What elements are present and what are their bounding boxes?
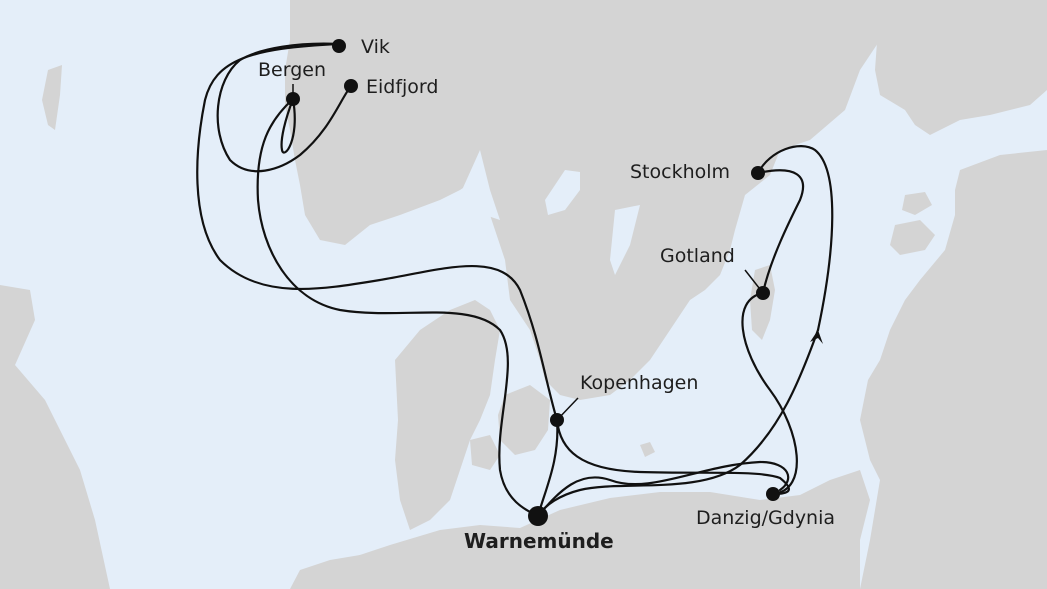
port-marker-gotland[interactable] [756, 286, 770, 300]
island-saaremaa [890, 220, 935, 255]
scandinavia-land [285, 0, 880, 400]
baltic-states-land [860, 150, 1047, 589]
inland-lakes [462, 150, 640, 275]
route-arrow-to-warnemuende [536, 328, 820, 518]
oslofjord [462, 150, 500, 220]
bornholm-island [640, 442, 655, 457]
route-danzig-gotland [741, 291, 798, 496]
direction-arrow-icon [810, 330, 823, 344]
port-markers [286, 39, 780, 526]
port-label-bergen: Bergen [258, 59, 326, 81]
lake-vattern [610, 205, 640, 275]
route-bergen-loop [280, 97, 296, 154]
port-marker-bergen[interactable] [286, 92, 300, 106]
port-marker-kopenhagen[interactable] [550, 413, 564, 427]
port-marker-stockholm[interactable] [751, 166, 765, 180]
island-hiiumaa [902, 192, 932, 215]
route-vik-bergen-loop [216, 42, 353, 173]
shetland-islands [42, 65, 62, 130]
poland-germany-land [300, 470, 870, 589]
lake-vanern [545, 170, 580, 215]
port-marker-danzig[interactable] [766, 487, 780, 501]
route-bergen-south [256, 97, 540, 518]
route-kopenhagen-danzig [555, 418, 790, 496]
route-stockholm-arrow [756, 145, 834, 332]
uk-land [0, 285, 110, 589]
port-label-kopenhagen: Kopenhagen [580, 372, 699, 394]
port-label-warnemuende: Warnemünde [464, 529, 614, 553]
route-warnemuende-danzig [536, 460, 790, 518]
port-label-danzig: Danzig/Gdynia [696, 507, 836, 529]
port-label-gotland: Gotland [660, 245, 735, 267]
port-label-stockholm: Stockholm [630, 161, 731, 183]
funen-land [470, 435, 500, 470]
route-kopenhagen-vik [196, 42, 559, 422]
port-marker-eidfjord[interactable] [344, 79, 358, 93]
zealand-land [498, 385, 550, 455]
route-gotland-stockholm [756, 169, 805, 295]
port-label-vik: Vik [361, 36, 390, 58]
finland-land [875, 0, 1047, 135]
jutland-land [395, 300, 500, 530]
port-marker-vik[interactable] [332, 39, 346, 53]
netherlands-land [290, 548, 400, 589]
port-label-eidfjord: Eidfjord [366, 76, 439, 98]
cruise-routes [196, 42, 834, 518]
gotland-island [750, 265, 775, 340]
port-marker-warnemuende[interactable] [528, 506, 548, 526]
